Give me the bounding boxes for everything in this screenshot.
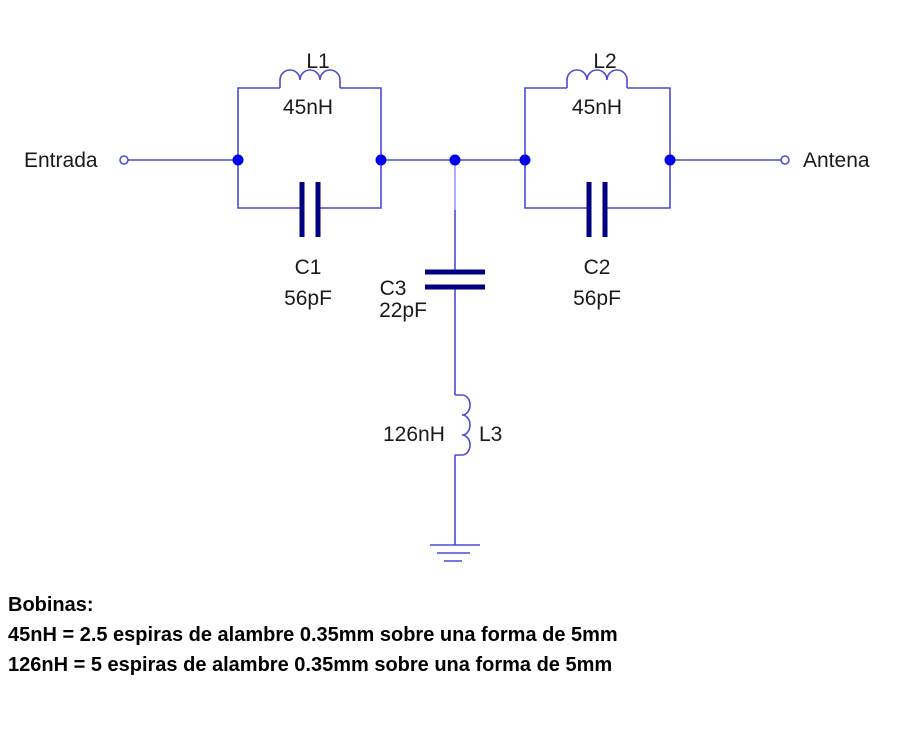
- c3-value: 22pF: [379, 299, 427, 322]
- c2-value: 56pF: [573, 287, 621, 310]
- capacitor-c2-symbol: [586, 182, 608, 237]
- l2-name: L2: [593, 50, 616, 73]
- l2-value: 45nH: [572, 96, 622, 119]
- c2-name: C2: [584, 256, 611, 279]
- c1-value: 56pF: [284, 287, 332, 310]
- input-label: Entrada: [24, 149, 98, 172]
- inductor-l3-symbol: [455, 394, 471, 456]
- l3-name: L3: [479, 423, 502, 446]
- coil-notes: Bobinas: 45nH = 2.5 espiras de alambre 0…: [8, 590, 618, 680]
- capacitor-c3-symbol: [425, 269, 485, 290]
- l3-value: 126nH: [383, 423, 445, 446]
- wires: [128, 87, 781, 545]
- notes-line: 45nH = 2.5 espiras de alambre 0.35mm sob…: [8, 624, 618, 646]
- l1-value: 45nH: [283, 96, 333, 119]
- output-label: Antena: [803, 149, 870, 172]
- junction-nodes: [232, 154, 676, 166]
- inductor-l1-symbol: [279, 69, 341, 88]
- l1-name: L1: [306, 50, 329, 73]
- inductor-l2-symbol: [566, 69, 628, 88]
- c3-name: C3: [380, 277, 407, 300]
- notes-line: 126nH = 5 espiras de alambre 0.35mm sobr…: [8, 654, 613, 676]
- capacitor-c1-symbol: [299, 182, 321, 237]
- input-terminal[interactable]: [119, 155, 129, 165]
- notes-title: Bobinas:: [8, 594, 94, 616]
- c1-name: C1: [295, 256, 322, 279]
- ground-icon: [430, 544, 480, 562]
- output-terminal[interactable]: [780, 155, 790, 165]
